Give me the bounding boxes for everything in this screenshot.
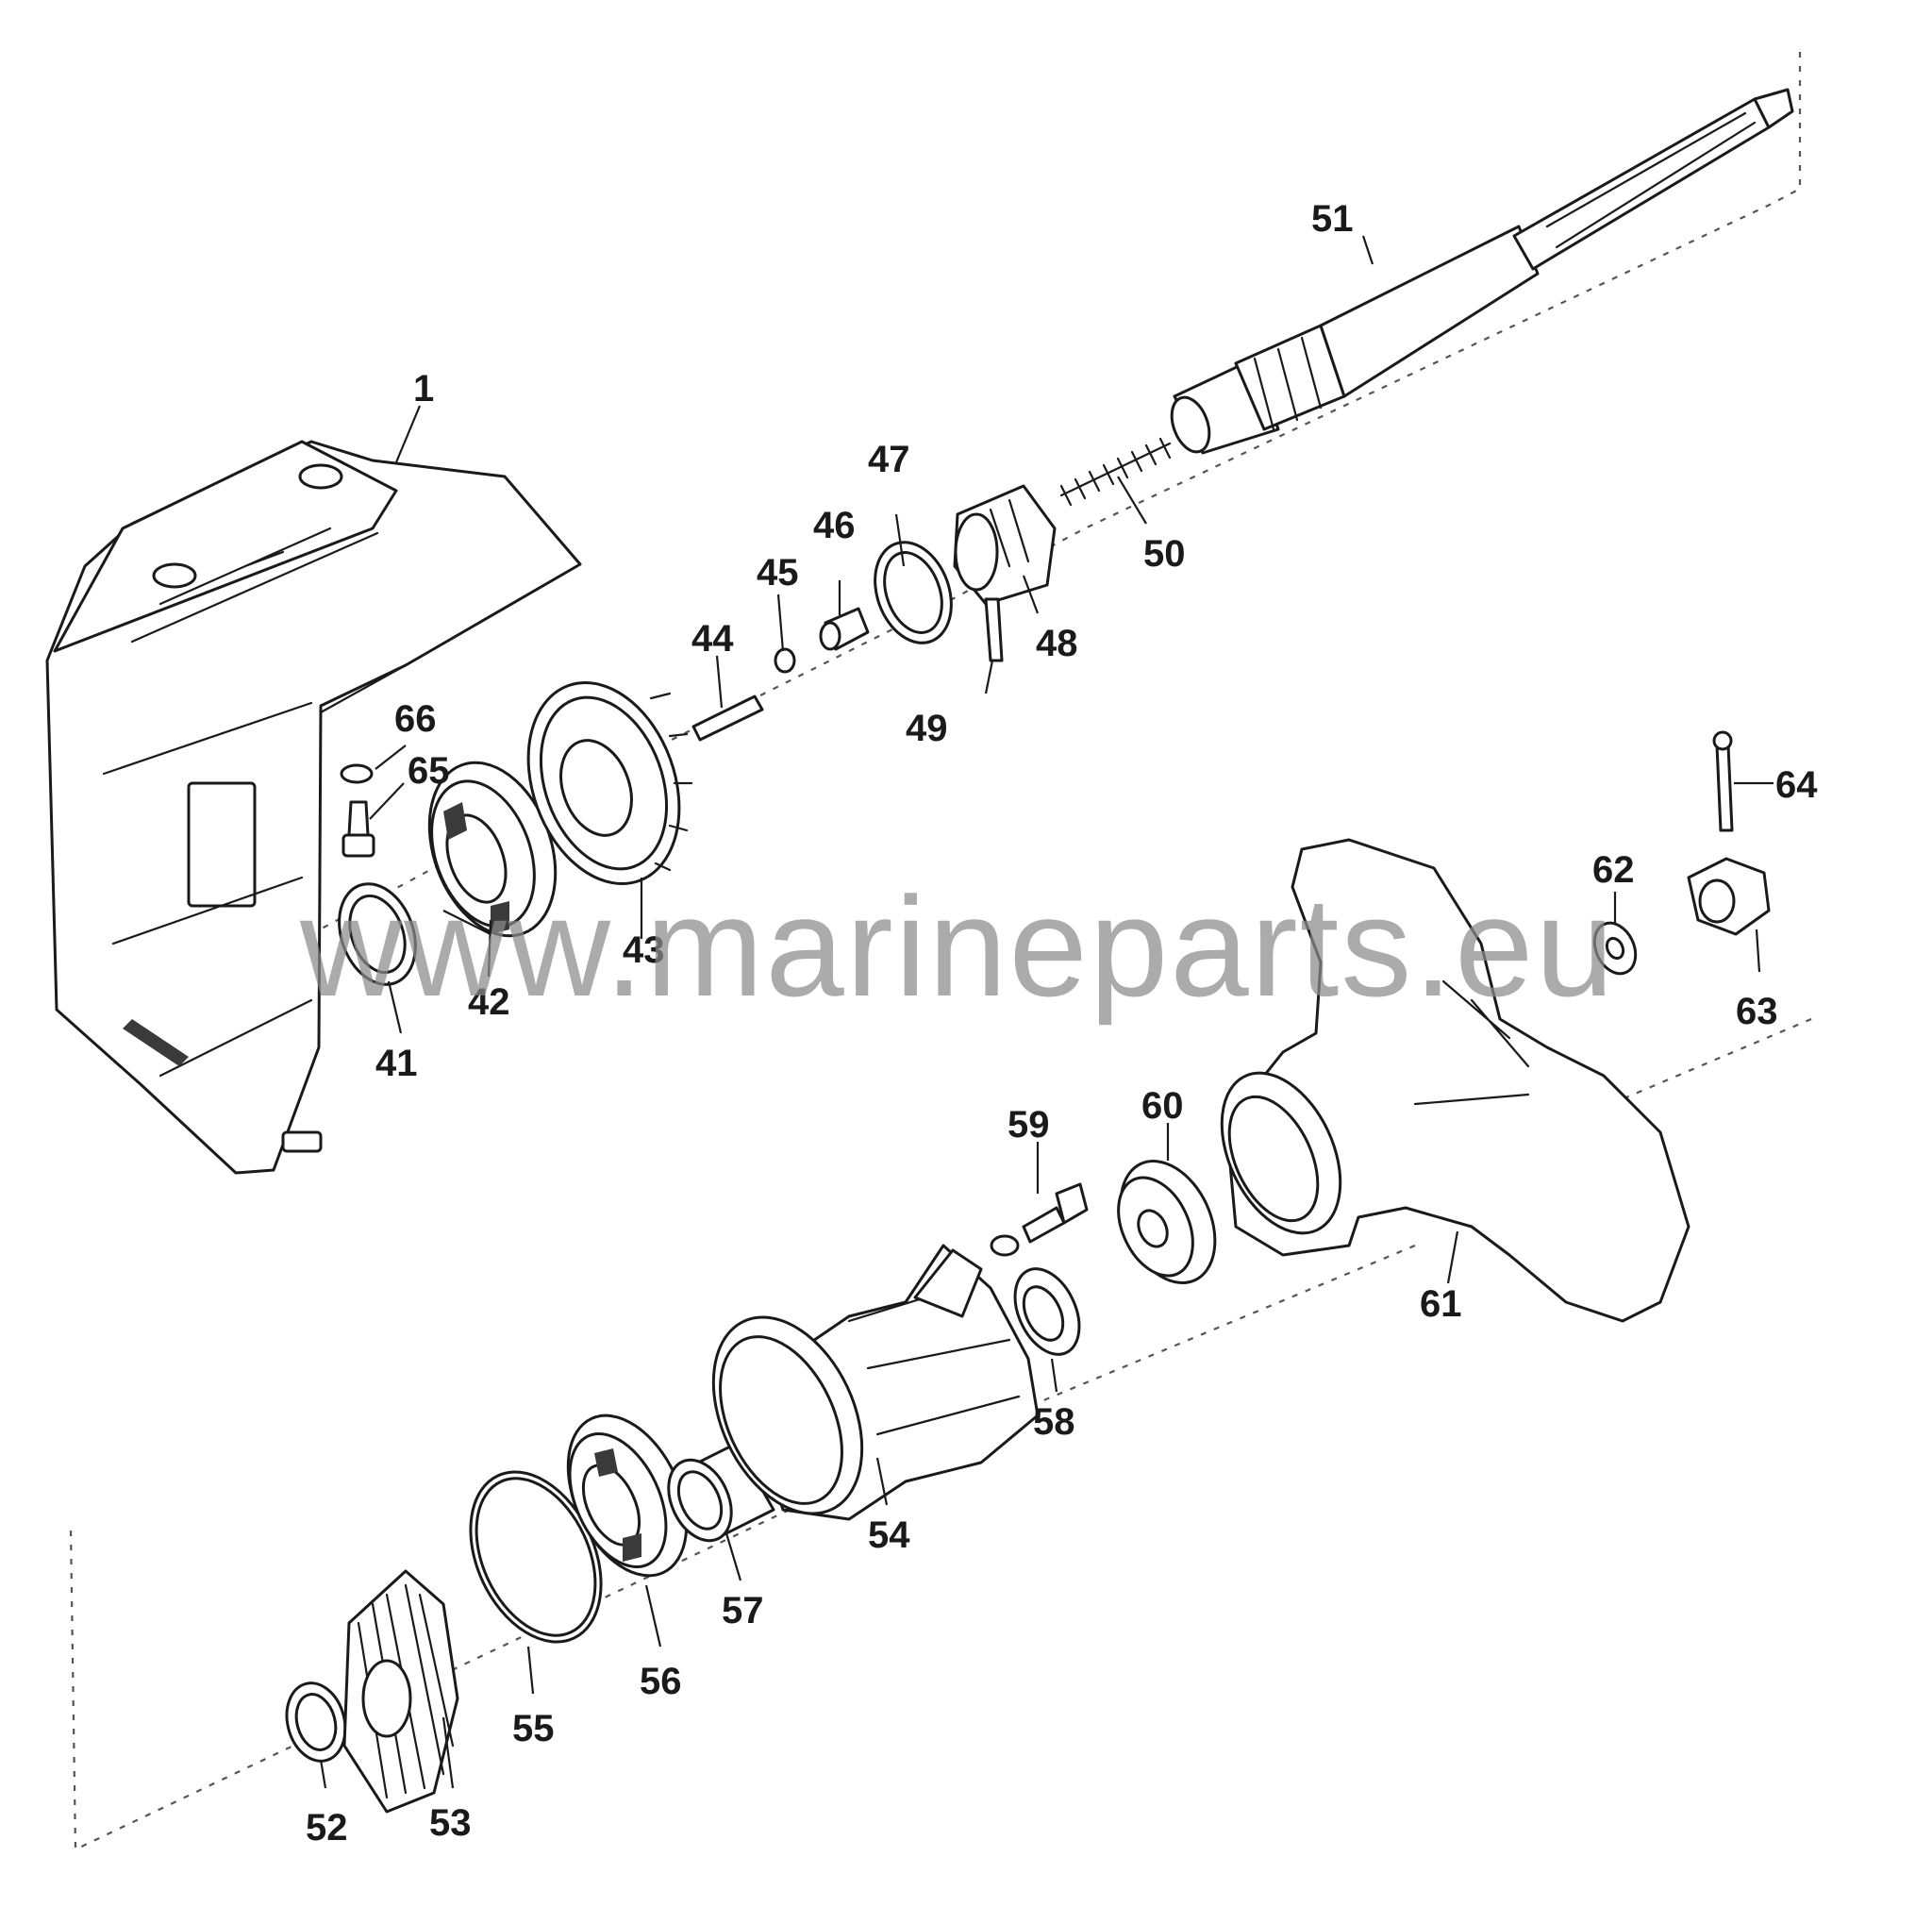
callout-45: 45 xyxy=(757,552,799,594)
callout-64: 64 xyxy=(1775,764,1818,806)
callout-53: 53 xyxy=(429,1802,472,1844)
callout-50: 50 xyxy=(1143,533,1186,575)
part-50-spring xyxy=(1059,437,1172,507)
callout-43: 43 xyxy=(623,929,665,971)
part-57-bushing xyxy=(667,1442,775,1543)
callout-44: 44 xyxy=(691,618,734,660)
part-55-o-ring xyxy=(469,1470,603,1644)
callout-58: 58 xyxy=(1033,1401,1075,1443)
callout-labels: 1 41 42 43 44 45 46 47 48 49 50 51 52 53… xyxy=(306,198,1818,1848)
part-62-washer xyxy=(1592,921,1638,976)
callout-47: 47 xyxy=(868,439,910,480)
callout-65: 65 xyxy=(408,750,450,792)
part-61-propeller xyxy=(1220,838,1690,1323)
callout-60: 60 xyxy=(1141,1085,1184,1127)
part-60-thrust-hub xyxy=(1117,1160,1217,1284)
callout-61: 61 xyxy=(1420,1283,1462,1325)
gearcase-housing xyxy=(45,440,582,1175)
part-45-clip xyxy=(774,647,796,674)
part-48-clutch xyxy=(953,484,1057,606)
part-41-washer xyxy=(338,882,417,986)
part-64-cotter-pin xyxy=(1712,730,1734,832)
part-53-bevel-gear xyxy=(342,1569,459,1814)
part-66-washer xyxy=(340,763,374,784)
callout-51: 51 xyxy=(1311,198,1354,240)
callout-66: 66 xyxy=(394,698,437,740)
part-46-sleeve xyxy=(819,607,870,651)
callout-41: 41 xyxy=(375,1043,418,1084)
part-43-gear xyxy=(526,680,693,886)
watermark-text: www.marineparts.eu xyxy=(299,867,1616,1026)
callout-55: 55 xyxy=(512,1708,555,1749)
callout-63: 63 xyxy=(1736,991,1778,1032)
part-65-screw xyxy=(341,800,375,858)
callout-52: 52 xyxy=(306,1807,348,1848)
callout-48: 48 xyxy=(1036,623,1078,664)
callout-42: 42 xyxy=(468,981,510,1023)
part-44-pin xyxy=(691,694,764,742)
part-47-ring xyxy=(874,541,953,644)
part-49-cross-pin xyxy=(984,597,1004,662)
part-52-thrust-washer xyxy=(285,1681,347,1763)
callout-46: 46 xyxy=(813,505,856,546)
callout-49: 49 xyxy=(906,708,948,749)
leader-lines xyxy=(319,235,1774,1789)
callout-1: 1 xyxy=(413,368,434,410)
part-51-propeller-shaft xyxy=(1170,88,1794,455)
part-59-bolt xyxy=(990,1182,1089,1257)
part-56-bearing xyxy=(566,1414,689,1578)
callout-57: 57 xyxy=(722,1590,764,1631)
callout-62: 62 xyxy=(1592,849,1635,891)
part-54-bearing-carrier xyxy=(711,1244,1040,1521)
part-42-bearing xyxy=(427,761,558,938)
callout-59: 59 xyxy=(1008,1104,1050,1146)
callout-56: 56 xyxy=(640,1661,682,1702)
part-58-seal xyxy=(1013,1267,1081,1356)
callout-54: 54 xyxy=(868,1514,910,1556)
part-63-castle-nut xyxy=(1687,857,1771,936)
